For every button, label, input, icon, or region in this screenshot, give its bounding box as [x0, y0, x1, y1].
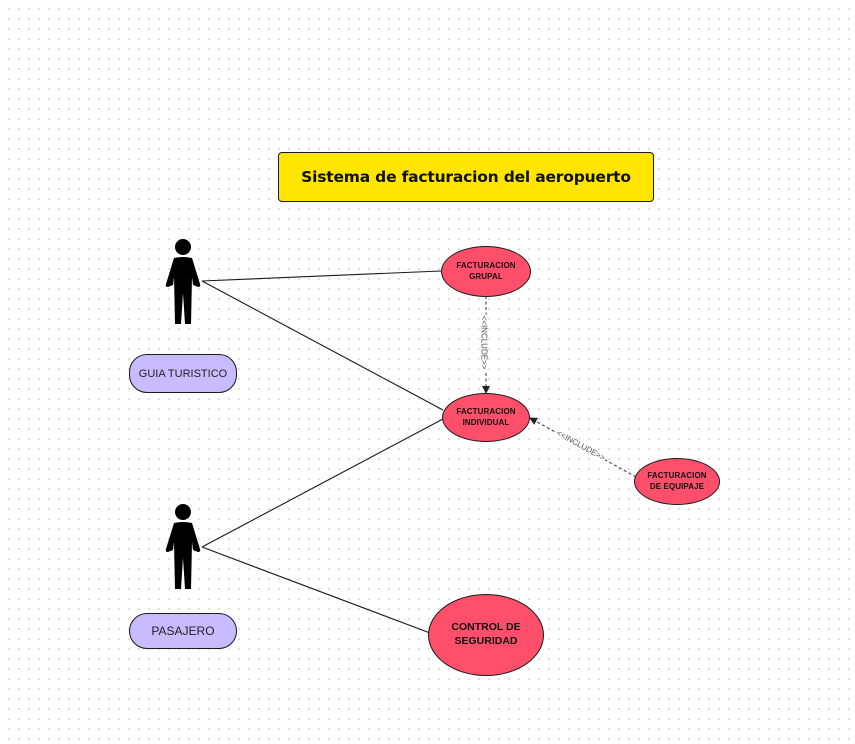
actor-label-text: PASAJERO	[151, 624, 215, 638]
use-case-line-1: CONTROL DE	[451, 621, 521, 634]
use-case-line-2: SEGURIDAD	[454, 635, 518, 647]
person-icon[interactable]	[163, 503, 203, 591]
use-case-facturacion-grupal[interactable]: FACTURACION GRUPAL	[441, 246, 531, 297]
association-guia-grupal	[201, 270, 442, 282]
use-case-control-seguridad[interactable]: CONTROL DE SEGURIDAD	[428, 594, 544, 676]
diagram-title-box[interactable]: Sistema de facturacion del aeropuerto	[278, 152, 654, 202]
use-case-facturacion-equipaje[interactable]: FACTURACION DE EQUIPAJE	[634, 458, 720, 505]
actor-label-guia-turistico[interactable]: GUIA TURISTICO	[129, 354, 237, 393]
use-case-line-1: FACTURACION	[647, 471, 707, 481]
actor-label-pasajero[interactable]: PASAJERO	[129, 613, 237, 649]
use-case-facturacion-individual[interactable]: FACTURACION INDIVIDUAL	[442, 393, 530, 442]
use-case-line-1: FACTURACION	[456, 407, 516, 417]
use-case-line-2: DE EQUIPAJE	[649, 481, 705, 491]
actor-label-text: GUIA TURISTICO	[138, 367, 228, 380]
include-label-vertical: <<INCLUDE>>	[479, 314, 489, 371]
use-case-line-1: FACTURACION	[456, 261, 516, 271]
use-case-line-2: GRUPAL	[469, 271, 503, 281]
person-icon[interactable]	[163, 238, 203, 326]
association-pasajero-seguridad	[201, 546, 431, 634]
association-guia-individual	[201, 280, 444, 411]
diagram-title: Sistema de facturacion del aeropuerto	[301, 168, 631, 186]
use-case-line-2: INDIVIDUAL	[462, 417, 510, 427]
association-pasajero-individual	[201, 418, 444, 548]
